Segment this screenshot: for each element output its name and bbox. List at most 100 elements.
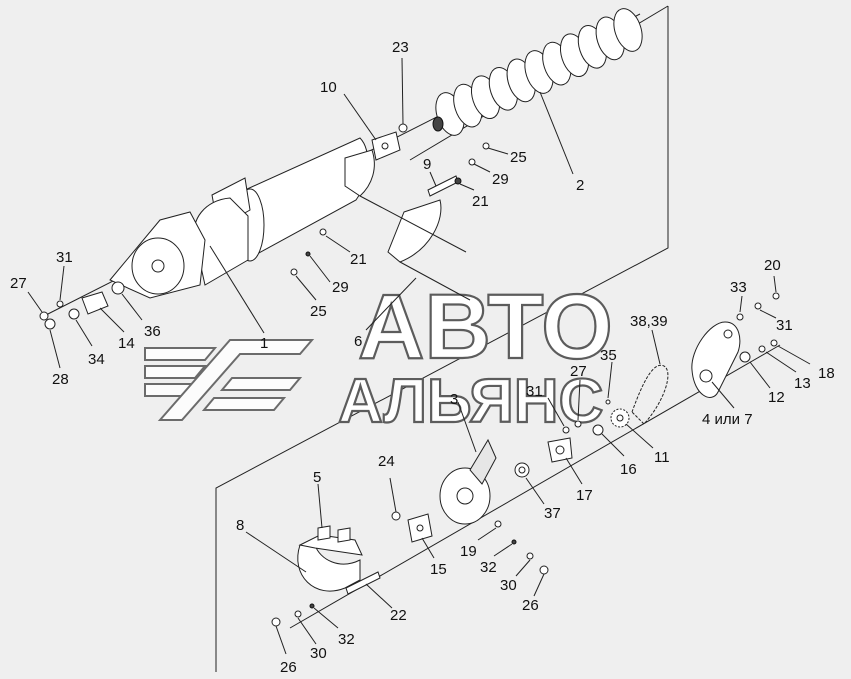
leader-10: [343, 93, 377, 141]
washer-32-right: [511, 539, 517, 545]
leader-5: [317, 483, 323, 529]
leader-15: [421, 537, 435, 559]
nut-23: [398, 123, 408, 133]
auger-tube: [193, 137, 369, 286]
nut-27-left: [39, 311, 49, 321]
leader-22: [365, 583, 393, 609]
washer-31-right: [754, 302, 762, 310]
washer-31-mid: [562, 426, 570, 434]
flange-17-hole: [555, 445, 565, 455]
leader-31c: [759, 309, 777, 319]
pin-24: [391, 511, 401, 521]
bearing-36: [111, 281, 125, 295]
leader-9: [429, 171, 437, 187]
callout-27b: 27: [570, 363, 587, 380]
disc-hub: [456, 487, 474, 505]
callout-20: 20: [764, 257, 781, 274]
leader-38-39: [651, 329, 661, 365]
key-35: [605, 399, 611, 405]
leader-20: [773, 275, 777, 293]
leader-16: [601, 433, 625, 457]
leader-27a: [27, 291, 43, 313]
leader-12: [749, 361, 771, 389]
logo-stripe-2: [144, 365, 208, 379]
callout-10: 10: [320, 79, 337, 96]
callout-9: 9: [423, 156, 431, 173]
washer-13: [758, 345, 766, 353]
callout-1: 1: [260, 335, 268, 352]
auger-flight: [613, 8, 643, 52]
callout-12: 12: [768, 389, 785, 406]
washer-29-upper: [468, 158, 476, 166]
callout-17: 17: [576, 487, 593, 504]
washer-30-lower: [294, 610, 302, 618]
bolt-20: [772, 292, 780, 300]
hopper-hub: [151, 259, 165, 273]
callout-4: 4 или 7: [702, 411, 753, 428]
callout-13: 13: [794, 375, 811, 392]
leader-4: [711, 381, 735, 409]
flange-14: [81, 291, 109, 315]
callout-18: 18: [818, 365, 835, 382]
leader-24: [389, 477, 397, 513]
watermark-logo: [144, 339, 315, 421]
leader-29a: [473, 163, 491, 173]
leader-17: [565, 457, 583, 485]
callout-37: 37: [544, 505, 561, 522]
callout-32b: 32: [338, 631, 355, 648]
sprocket-11-hub: [616, 414, 624, 422]
callout-30a: 30: [500, 577, 517, 594]
callout-22: 22: [390, 607, 407, 624]
washer-30-right: [526, 552, 534, 560]
bolt-22: [345, 571, 381, 595]
leader-31a: [59, 265, 65, 301]
leader-8: [245, 531, 307, 573]
callout-8: 8: [236, 517, 244, 534]
callout-29b: 29: [332, 279, 349, 296]
hopper-housing: [109, 211, 206, 299]
chain-case-4-7: [691, 321, 741, 398]
callout-31c: 31: [776, 317, 793, 334]
bolt-26-right: [539, 565, 549, 575]
callout-11: 11: [654, 449, 670, 466]
callout-24: 24: [378, 453, 395, 470]
leader-21b: [325, 235, 351, 253]
leader-25a: [487, 147, 509, 155]
leader-6: [365, 277, 417, 331]
callout-6: 6: [354, 333, 362, 350]
chain-case-boss-b: [723, 329, 733, 339]
leader-14: [99, 307, 125, 333]
callout-31b: 31: [526, 383, 543, 400]
leader-30a: [515, 559, 531, 577]
leader-2: [539, 91, 574, 175]
auger-shaft-end: [432, 116, 444, 132]
leader-34: [75, 319, 93, 347]
bearing-37-inner: [518, 466, 526, 474]
nut-19: [494, 520, 502, 528]
nut-25-lower: [290, 268, 298, 276]
leader-3: [457, 401, 477, 453]
bushing-34: [68, 308, 80, 320]
callout-36: 36: [144, 323, 161, 340]
leader-32a: [493, 543, 513, 557]
leader-33: [739, 295, 743, 313]
drive-disc-3: [439, 438, 497, 525]
nut-21-lower: [319, 228, 327, 236]
leader-1: [209, 245, 265, 334]
washer-28: [44, 318, 56, 330]
callout-27a: 27: [10, 275, 27, 292]
logo-chevron: [157, 339, 315, 421]
bracket-hole: [381, 142, 389, 150]
leader-35: [607, 361, 613, 399]
callout-19: 19: [460, 543, 477, 560]
callout-21b: 21: [350, 251, 367, 268]
shroud-plate-a: [344, 149, 375, 197]
callout-16: 16: [620, 461, 637, 478]
callout-30b: 30: [310, 645, 327, 662]
callout-38-39: 38,39: [630, 313, 668, 330]
leader-36: [121, 293, 143, 321]
callout-14: 14: [118, 335, 135, 352]
leader-31b: [547, 397, 565, 427]
